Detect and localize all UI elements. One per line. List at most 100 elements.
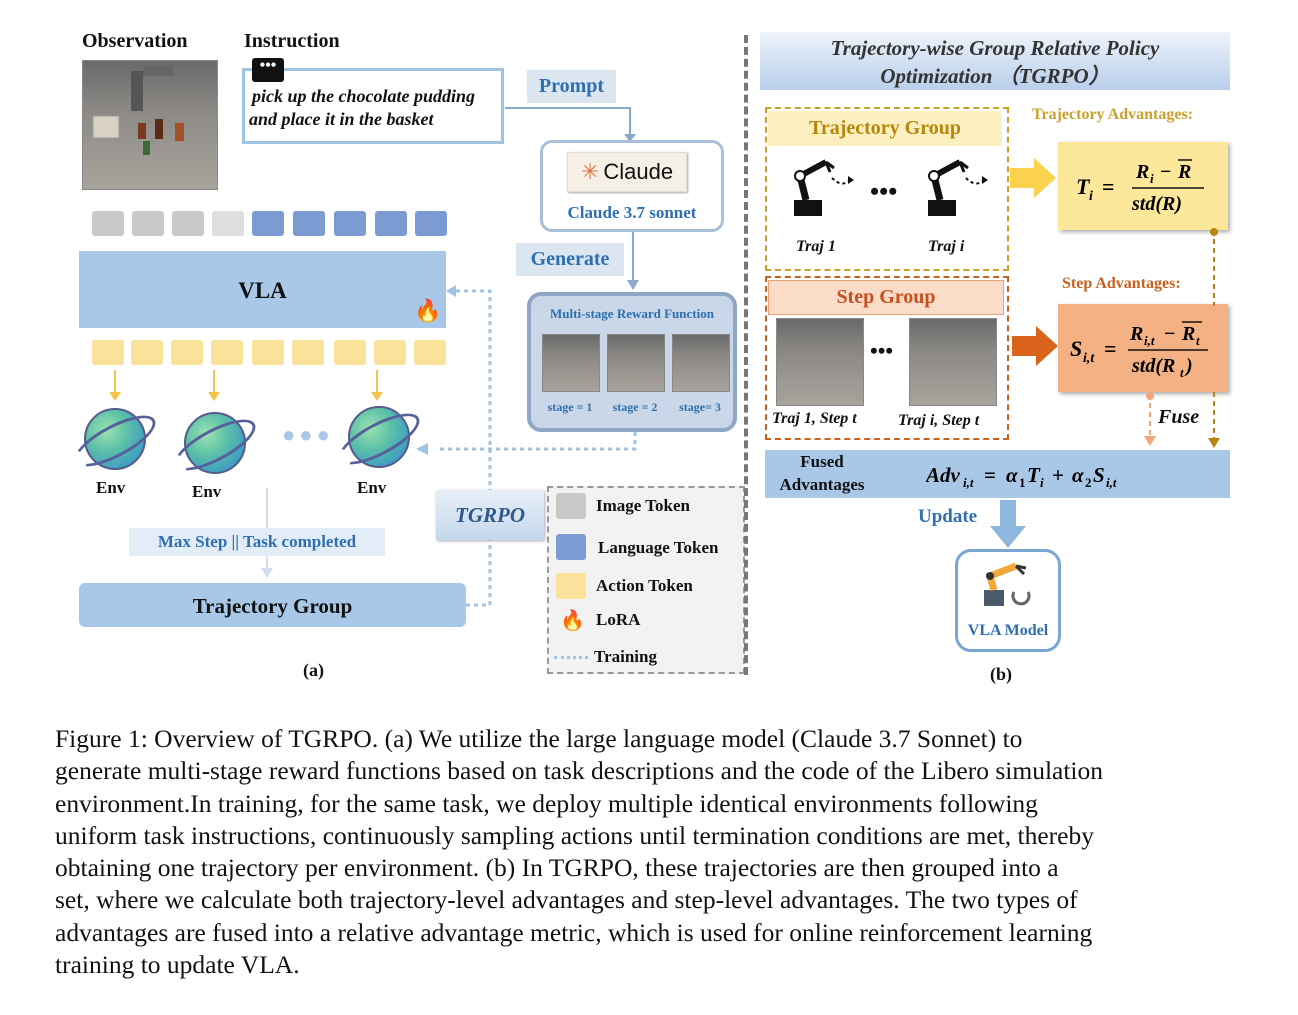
panel-b-label: (b)	[990, 664, 1012, 684]
svg-text:−: −	[1160, 161, 1171, 183]
legend-image-token: Image Token	[596, 496, 690, 515]
svg-text:std(R): std(R)	[1131, 193, 1182, 215]
stage-3-label: stage= 3	[679, 400, 721, 414]
legend-language-token: Language Token	[598, 538, 719, 557]
trajectory-advantage-formula: T i = R i − R std(R)	[1058, 142, 1228, 230]
robot-arm-icon	[928, 159, 988, 216]
earth-icon	[348, 406, 410, 468]
chat-bubble-icon: •••	[252, 58, 284, 82]
max-step-box: Max Step || Task completed	[129, 528, 385, 556]
language-token	[293, 211, 325, 236]
tgrpo-label: TGRPO	[455, 503, 525, 527]
ellipsis-icon: ●●●	[282, 422, 334, 447]
env-label-1: Env	[96, 478, 126, 497]
training-loop-lines	[440, 285, 637, 607]
sparkle-icon: ✳	[580, 159, 600, 184]
tgrpo-title-box: Trajectory-wise Group Relative Policy Op…	[760, 32, 1230, 90]
env-label-2: Env	[192, 482, 222, 501]
svg-text:t: t	[1196, 333, 1200, 348]
svg-text:=: =	[984, 463, 996, 487]
step-ellipsis-icon: •••	[870, 338, 894, 363]
vla-model-label: VLA Model	[967, 622, 1049, 639]
prompt-arrow	[505, 107, 636, 142]
trajectory-group-title: Trajectory Group	[808, 117, 961, 139]
step-group-box	[765, 276, 1009, 440]
svg-text:1: 1	[1019, 475, 1026, 490]
svg-text:t: t	[1180, 365, 1184, 380]
instruction-box	[242, 68, 504, 144]
action-token	[211, 340, 243, 365]
action-token	[292, 340, 324, 365]
fuse-connectors	[1144, 228, 1220, 448]
vla-block: VLA	[79, 251, 446, 328]
svg-text:α: α	[1072, 463, 1084, 487]
svg-text:R: R	[1181, 323, 1195, 345]
panel-divider	[744, 35, 748, 675]
tgrpo-title-1: Trajectory-wise Group Relative Policy	[830, 36, 1160, 60]
svg-text:R: R	[1177, 161, 1191, 183]
stage-1-label: stage = 1	[547, 400, 593, 414]
step-advantage-formula: S i,t = R i,t − R t std(R t )	[1058, 304, 1228, 392]
trajectory-group-label: Trajectory Group	[192, 594, 353, 618]
action-token	[252, 340, 284, 365]
caption-line: advantages are fused into a relative adv…	[55, 917, 1093, 947]
caption-line: uniform task instructions, continuously …	[55, 820, 1094, 850]
caption-line: obtaining one trajectory per environment…	[55, 853, 1059, 883]
svg-text:+: +	[1052, 463, 1064, 487]
svg-text:=: =	[1102, 174, 1115, 199]
legend-dotted-line	[554, 656, 588, 659]
svg-text:=: =	[1104, 336, 1117, 361]
generate-label: Generate	[530, 248, 610, 270]
svg-text:i,t: i,t	[963, 475, 974, 490]
robot-scene-icon	[92, 66, 184, 155]
training-arrowhead	[416, 443, 428, 455]
reward-function-title: Multi-stage Reward Function	[550, 306, 714, 321]
token-env-arrows	[109, 370, 383, 401]
action-token	[92, 340, 124, 365]
caption-line: generate multi-stage reward functions ba…	[55, 756, 1104, 786]
svg-text:α: α	[1006, 463, 1018, 487]
robot-arm-icons: •••	[794, 159, 988, 216]
svg-text:i,t: i,t	[1144, 333, 1155, 348]
language-token	[334, 211, 366, 236]
trajectory-group-box	[765, 107, 1009, 271]
action-token	[334, 340, 366, 365]
svg-text:std(R: std(R	[1131, 355, 1175, 377]
claude-model-label: Claude 3.7 sonnet	[567, 203, 697, 222]
action-token	[414, 340, 446, 365]
action-token	[171, 340, 203, 365]
svg-text:i: i	[1089, 189, 1093, 204]
svg-text:S: S	[1093, 463, 1105, 487]
caption-line: set, where we calculate both trajectory-…	[55, 885, 1078, 915]
instruction-text-2: and place it in the basket	[249, 109, 434, 129]
legend-action-token: Action Token	[596, 576, 693, 595]
tgrpo-label-box: TGRPO	[436, 490, 544, 540]
caption-line: training to update VLA.	[55, 950, 300, 980]
panel-a-label: (a)	[303, 660, 324, 680]
svg-text:•••: •••	[870, 177, 897, 206]
robot-arm-icon	[794, 159, 854, 216]
step-group-header: Step Group	[768, 280, 1004, 315]
svg-text:i: i	[1040, 475, 1044, 490]
caption-line: Figure 1: Overview of TGRPO. (a) We util…	[55, 724, 1023, 753]
update-arrow	[990, 500, 1026, 548]
image-token	[132, 211, 164, 236]
figure-caption: Figure 1: Overview of TGRPO. (a) We util…	[55, 723, 1243, 981]
trajectory-group-header: Trajectory Group	[768, 111, 1002, 146]
image-token	[212, 211, 244, 236]
traj-i-label: Traj i	[928, 238, 965, 255]
legend-fire-icon: 🔥	[560, 610, 585, 632]
step-group-title: Step Group	[836, 286, 936, 308]
svg-text:i: i	[1150, 171, 1154, 186]
svg-text:i,t: i,t	[1106, 475, 1117, 490]
fuse-label: Fuse	[1158, 406, 1200, 428]
action-token	[131, 340, 163, 365]
observation-image	[82, 60, 218, 190]
trajectory-formula-svg: T i = R i − R std(R)	[1076, 159, 1204, 215]
instruction-label: Instruction	[244, 30, 340, 52]
generate-arrow	[627, 232, 639, 290]
earth-icon	[184, 412, 246, 474]
env-label-3: Env	[357, 478, 387, 497]
claude-logo: ✳ Claude	[567, 152, 687, 192]
action-token	[374, 340, 406, 365]
